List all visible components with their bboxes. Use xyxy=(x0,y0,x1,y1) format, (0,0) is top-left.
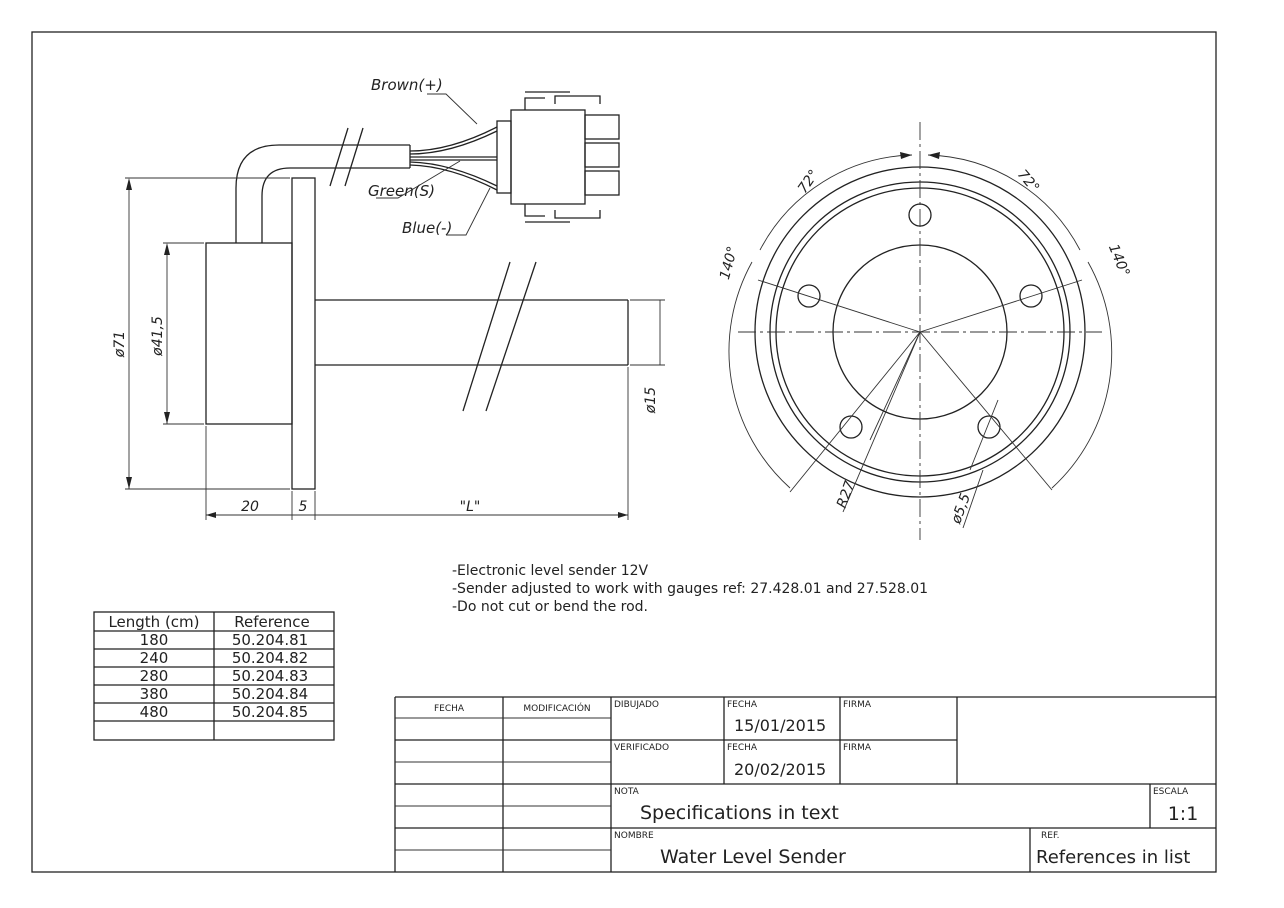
tb-verificado-fecha-label: FECHA xyxy=(727,743,758,753)
table-header: Reference xyxy=(234,613,310,631)
note-line: -Electronic level sender 12V xyxy=(452,563,649,579)
flange xyxy=(291,177,316,490)
dim-5: 5 xyxy=(299,499,308,515)
tb-modificacion-col: MODIFICACIÓN xyxy=(523,702,590,714)
tb-dibujado-fecha: 15/01/2015 xyxy=(734,716,826,735)
tb-nota-label: NOTA xyxy=(614,787,640,797)
top-view xyxy=(728,122,1113,540)
dim-r27: R27 xyxy=(834,479,858,510)
table-cell: 50.204.84 xyxy=(232,685,308,703)
tb-escala: 1:1 xyxy=(1168,803,1199,825)
tb-ref-label: REF. xyxy=(1041,831,1060,841)
table-cell: 280 xyxy=(140,667,169,685)
tb-dibujado-fecha-label: FECHA xyxy=(727,700,758,710)
mounting-hole xyxy=(1019,284,1043,308)
tb-verificado-fecha: 20/02/2015 xyxy=(734,760,826,779)
dim-72-left: 72° xyxy=(795,167,822,197)
dim-20: 20 xyxy=(241,499,259,515)
dim-d55: ø5,5 xyxy=(948,491,974,526)
table-cell: 240 xyxy=(140,649,169,667)
notes: -Electronic level sender 12V -Sender adj… xyxy=(452,563,928,615)
connector xyxy=(496,91,620,223)
table-cell: 380 xyxy=(140,685,169,703)
dim-72-right: 72° xyxy=(1014,167,1042,196)
wire-brown-label: Brown(+) xyxy=(371,76,443,94)
dim-L: "L" xyxy=(460,499,481,515)
reference-table xyxy=(93,611,335,741)
tb-nota: Specifications in text xyxy=(640,802,839,824)
tb-nombre: Water Level Sender xyxy=(660,846,846,868)
tb-nombre-label: NOMBRE xyxy=(614,831,654,841)
table-cell: 50.204.81 xyxy=(232,631,308,649)
tb-verificado-label: VERIFICADO xyxy=(614,743,669,753)
tb-fecha-col: FECHA xyxy=(434,704,465,714)
table-cell: 50.204.83 xyxy=(232,667,308,685)
dim-d71: ø71 xyxy=(112,331,128,358)
sender-body xyxy=(205,242,293,425)
tb-verificado-firma-label: FIRMA xyxy=(843,743,872,753)
mounting-hole xyxy=(977,415,1001,439)
note-line: -Do not cut or bend the rod. xyxy=(452,599,648,615)
title-block xyxy=(394,696,1216,872)
mounting-hole xyxy=(839,415,863,439)
note-line: -Sender adjusted to work with gauges ref… xyxy=(452,581,928,597)
dim-d41: ø41,5 xyxy=(150,316,166,357)
tb-dibujado-label: DIBUJADO xyxy=(614,700,659,710)
cable xyxy=(235,144,410,243)
wire-green-label: Green(S) xyxy=(368,182,435,200)
side-view xyxy=(125,91,665,520)
mounting-hole xyxy=(797,284,821,308)
sheet-border xyxy=(31,31,1217,873)
dim-d15: ø15 xyxy=(643,387,659,414)
table-cell: 50.204.85 xyxy=(232,703,308,721)
tb-dibujado-firma-label: FIRMA xyxy=(843,700,872,710)
table-cell: 50.204.82 xyxy=(232,649,308,667)
wire-blue-label: Blue(-) xyxy=(402,219,452,237)
tb-ref: References in list xyxy=(1036,847,1190,868)
dim-140-right: 140° xyxy=(1105,242,1132,279)
table-header: Length (cm) xyxy=(108,613,199,631)
dim-140-left: 140° xyxy=(717,245,741,282)
table-cell: 480 xyxy=(140,703,169,721)
table-cell: 180 xyxy=(140,631,169,649)
tb-escala-label: ESCALA xyxy=(1153,787,1189,797)
